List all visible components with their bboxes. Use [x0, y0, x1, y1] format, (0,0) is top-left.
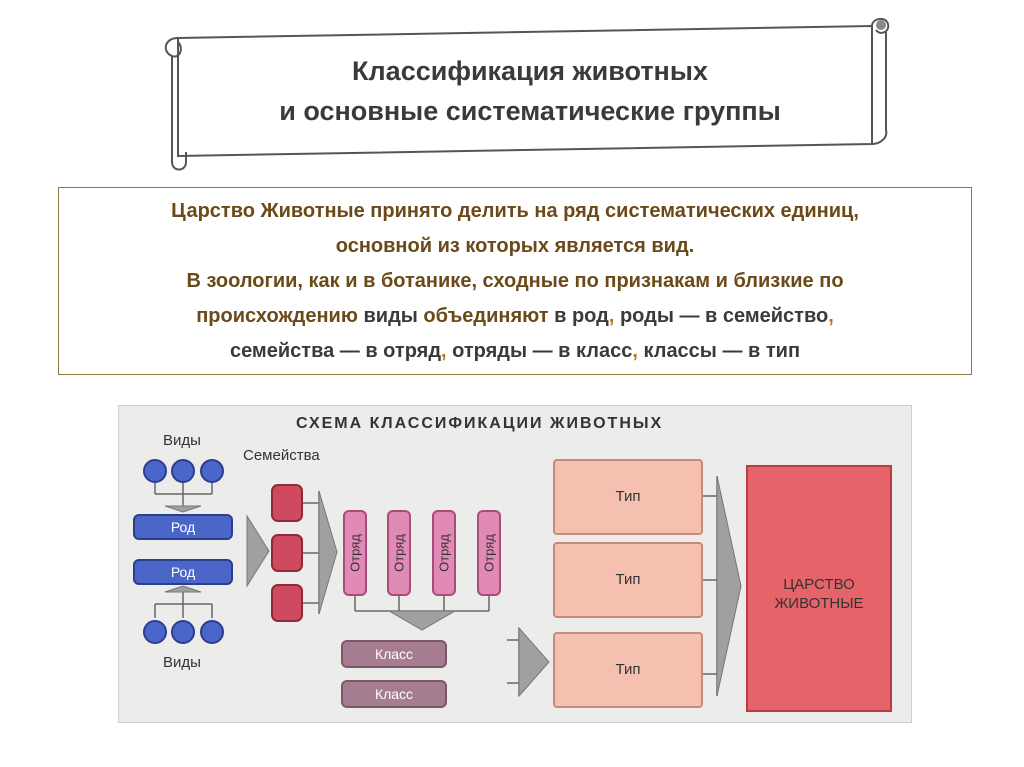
- intro-word-class: отряды — в класс: [446, 340, 633, 362]
- intro-comma: ,: [828, 305, 834, 327]
- classification-scheme: СХЕМА КЛАССИФИКАЦИИ ЖИВОТНЫХ Виды Семейс…: [118, 405, 912, 723]
- family-box: [271, 584, 303, 622]
- intro-comma: ,: [608, 305, 615, 327]
- intro-word-phylum: классы — в тип: [637, 340, 801, 362]
- order-box: Отряд: [477, 510, 501, 596]
- intro-line-2: основной из которых является вид.: [335, 235, 695, 257]
- kingdom-label-line-1: ЦАРСТВО: [783, 576, 855, 593]
- class-box: Класс: [341, 680, 447, 708]
- page-title-line-2: и основные систематические группы: [279, 96, 781, 126]
- order-label: Отряд: [391, 534, 407, 572]
- intro-word-origin: происхождению: [196, 305, 358, 327]
- intro-word-species: виды: [357, 305, 424, 327]
- order-box: Отряд: [387, 510, 411, 596]
- kingdom-box: ЦАРСТВО ЖИВОТНЫЕ: [746, 465, 892, 712]
- intro-word-family: роды — в семейство: [614, 305, 829, 327]
- families-label: Семейства: [243, 447, 320, 464]
- species-circle: [143, 459, 167, 483]
- species-circle: [171, 459, 195, 483]
- intro-word-genus: в род: [548, 305, 609, 327]
- order-box: Отряд: [432, 510, 456, 596]
- genus-box: Род: [133, 514, 233, 540]
- family-box: [271, 484, 303, 522]
- genus-box: Род: [133, 559, 233, 585]
- order-label: Отряд: [436, 534, 452, 572]
- intro-text-box: Царство Животные принято делить на ряд с…: [58, 187, 972, 375]
- scheme-connectors: [154, 475, 742, 698]
- species-label-bottom: Виды: [163, 654, 201, 671]
- species-circle: [200, 459, 224, 483]
- intro-comma: ,: [632, 340, 638, 362]
- order-label: Отряд: [347, 534, 363, 572]
- page-title-line-1: Классификация животных: [352, 56, 708, 86]
- intro-line-1: Царство Животные принято делить на ряд с…: [171, 200, 859, 222]
- intro-line-5: семейства — в отряд, отряды — в класс, к…: [59, 340, 971, 363]
- phylum-box: Тип: [553, 459, 703, 535]
- kingdom-label: ЦАРСТВО ЖИВОТНЫЕ: [748, 575, 890, 613]
- intro-line-3: В зоологии, как и в ботанике, сходные по…: [186, 270, 844, 292]
- class-box: Класс: [341, 640, 447, 668]
- title-scroll-banner: [164, 18, 890, 171]
- kingdom-label-line-2: ЖИВОТНЫЕ: [774, 595, 864, 612]
- intro-word-unite: объединяют: [423, 305, 549, 327]
- phylum-box: Тип: [553, 632, 703, 708]
- species-circle: [200, 620, 224, 644]
- phylum-box: Тип: [553, 542, 703, 618]
- order-box: Отряд: [343, 510, 367, 596]
- intro-comma: ,: [441, 340, 447, 362]
- intro-line-4: происхождению виды объединяют в род, род…: [59, 305, 971, 328]
- family-box: [271, 534, 303, 572]
- order-label: Отряд: [481, 534, 497, 572]
- species-circle: [171, 620, 195, 644]
- species-circle: [143, 620, 167, 644]
- scheme-title: СХЕМА КЛАССИФИКАЦИИ ЖИВОТНЫХ: [296, 415, 664, 432]
- intro-word-order: семейства — в отряд: [229, 340, 442, 362]
- species-label-top: Виды: [163, 432, 201, 449]
